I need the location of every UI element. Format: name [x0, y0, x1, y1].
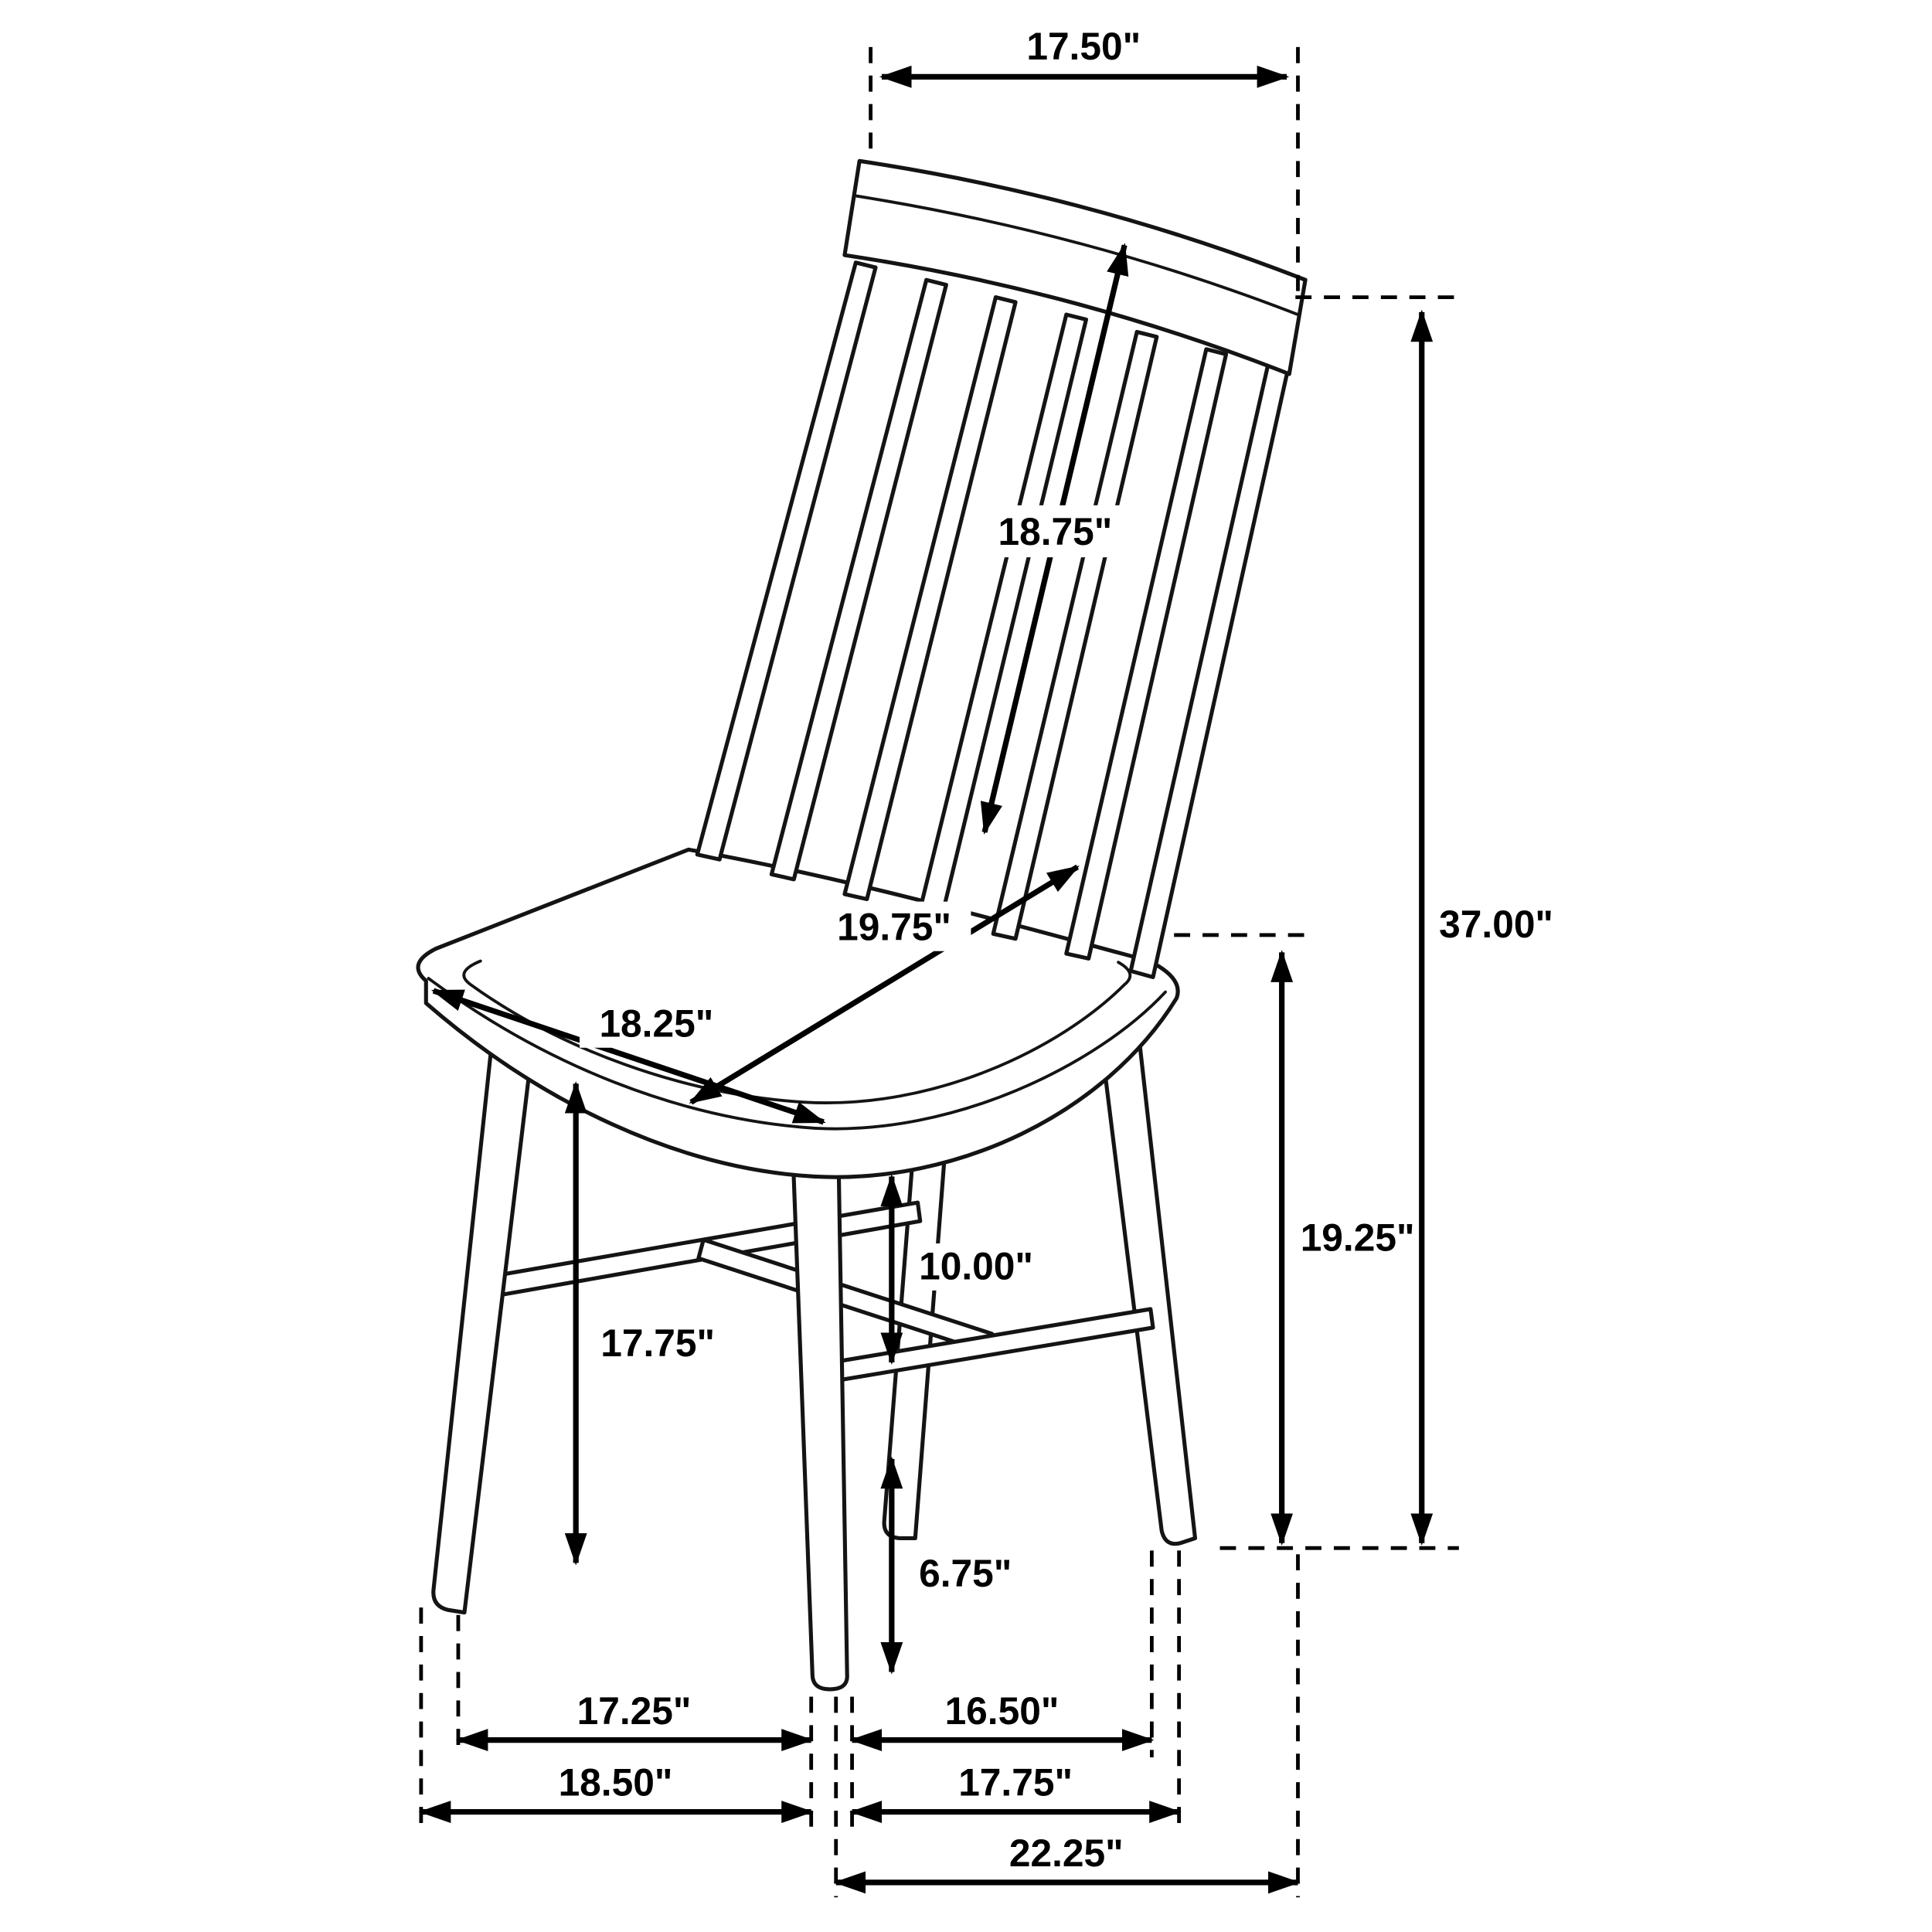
dim-backrest-length: 18.75" — [978, 243, 1132, 835]
dim-stretcher-to-floor: 6.75" — [880, 1456, 1036, 1675]
back-slat — [991, 329, 1159, 941]
dim-seat-depth: 19.75" — [689, 864, 1080, 1105]
front-right-leg — [791, 1145, 849, 1692]
dim-front-leg-span-outer: 18.50" — [418, 1761, 814, 1823]
dim-seat-width: 18.25" — [430, 988, 826, 1125]
rear-right-leg — [1093, 984, 1198, 1546]
dim-side-leg-span-inner: 16.50" — [849, 1689, 1155, 1752]
chair-drawing — [416, 158, 1308, 1692]
dim-leg-height: 17.75" — [564, 1081, 735, 1566]
dim-overall-height: 37.00" — [1410, 309, 1553, 1546]
dim-overall-depth: 22.25" — [833, 1832, 1301, 1894]
dim-top-width: 17.50" — [879, 25, 1290, 88]
dim-seat-height: 19.25" — [1270, 950, 1415, 1546]
dimension-label: 18.25" — [599, 1002, 713, 1045]
dimension-label: 22.25" — [1009, 1832, 1124, 1875]
dimension-label: 37.00" — [1439, 903, 1553, 946]
back-slat — [917, 312, 1089, 921]
front-left-leg — [431, 1030, 535, 1615]
dim-front-leg-span-inner: 17.25" — [455, 1689, 814, 1752]
dimension-label: 17.75" — [600, 1321, 715, 1365]
dimension-label: 6.75" — [919, 1552, 1012, 1595]
dimension-label: 17.75" — [958, 1761, 1073, 1804]
right-stretcher — [822, 1307, 1155, 1385]
back-slat — [695, 260, 878, 862]
dimension-label: 17.50" — [1026, 25, 1141, 68]
dimension-label: 19.25" — [1301, 1216, 1415, 1260]
dimension-label: 16.50" — [945, 1689, 1060, 1733]
back-slat — [769, 277, 948, 882]
dim-side-leg-span-outer: 17.75" — [849, 1761, 1182, 1823]
dimension-label: 10.00" — [919, 1244, 1033, 1287]
dimension-label: 19.75" — [837, 905, 951, 948]
dim-seat-to-stretcher: 10.00" — [880, 1174, 1056, 1366]
extension-lines — [419, 46, 1459, 1898]
dimension-label: 17.25" — [577, 1689, 692, 1733]
dimension-label: 18.75" — [998, 510, 1112, 553]
dimension-label: 18.50" — [559, 1761, 673, 1804]
